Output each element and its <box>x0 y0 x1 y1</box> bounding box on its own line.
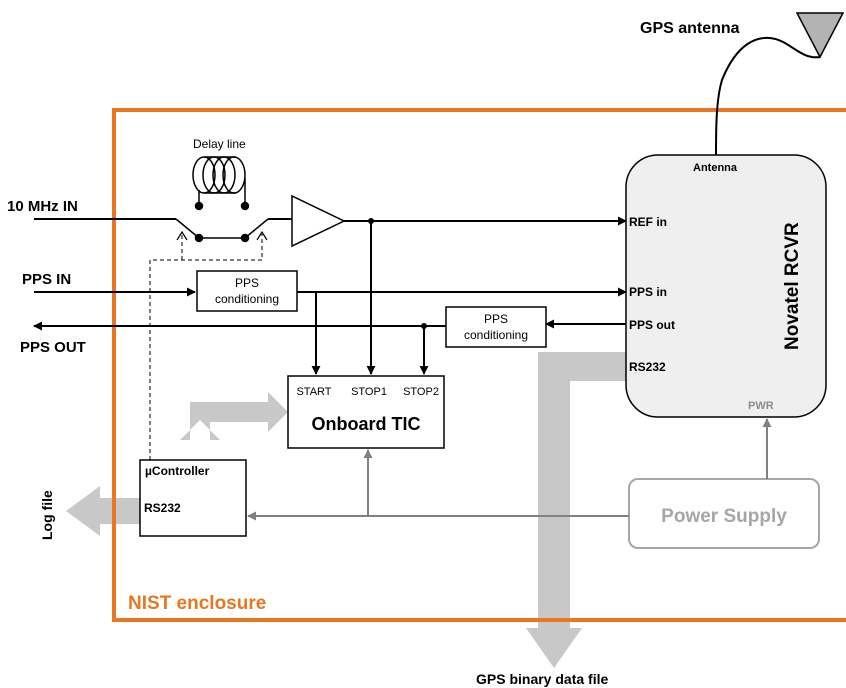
nist-enclosure-label: NIST enclosure <box>128 593 266 614</box>
pps-out-label: PPS OUT <box>20 339 86 356</box>
amplifier-triangle-icon <box>291 194 346 248</box>
antenna-cable <box>715 36 821 156</box>
gps-binary-data-arrow <box>526 352 626 668</box>
gps-antenna-label: GPS antenna <box>640 20 740 37</box>
delay-switches <box>175 201 269 243</box>
onboard-tic-box <box>287 375 445 449</box>
tic-stop2-port: STOP2 <box>403 386 439 398</box>
receiver-pps-out-port: PPS out <box>629 318 675 332</box>
receiver-antenna-port: Antenna <box>693 162 738 174</box>
receiver-rs232-port: RS232 <box>629 360 666 374</box>
log-file-label: Log file <box>39 490 55 540</box>
pps-in-label: PPS IN <box>22 271 71 288</box>
microcontroller-box <box>139 459 247 537</box>
pps-conditioning-output-line1: PPS <box>484 312 508 326</box>
power-supply-label: Power Supply <box>661 506 787 527</box>
delay-line-label: Delay line <box>193 137 246 151</box>
power-distribution-lines <box>247 418 772 521</box>
ten-mhz-in-label: 10 MHz IN <box>7 198 78 215</box>
pps-conditioning-input-line2: conditioning <box>215 292 279 306</box>
microcontroller-title: µController <box>145 464 210 478</box>
log-file-arrow <box>66 486 140 536</box>
receiver-name: Novatel RCVR <box>782 222 803 350</box>
pps-conditioning-output-box <box>445 306 547 348</box>
pps-conditioning-input-line1: PPS <box>235 276 259 290</box>
nist-enclosure-border <box>112 108 846 622</box>
receiver-ref-in-port: REF in <box>629 215 667 229</box>
antenna-icon <box>795 12 845 59</box>
tic-start-port: START <box>296 386 331 398</box>
coil-icon <box>192 156 246 205</box>
controller-tic-link-arrow <box>180 392 288 460</box>
power-supply-box <box>628 478 820 549</box>
start-signal-line <box>297 291 321 375</box>
pps-conditioning-output-line2: conditioning <box>464 328 528 342</box>
gps-binary-data-file-label: GPS binary data file <box>476 671 608 687</box>
novatel-receiver-box <box>625 154 827 418</box>
onboard-tic-title: Onboard TIC <box>312 414 421 434</box>
switch-control-dashed-lines <box>149 234 263 460</box>
tic-stop1-port: STOP1 <box>351 386 387 398</box>
microcontroller-rs232-port: RS232 <box>144 501 181 515</box>
receiver-pwr-port: PWR <box>748 400 774 412</box>
switch-control-arrowheads <box>176 230 268 241</box>
receiver-pps-in-port: PPS in <box>629 285 667 299</box>
